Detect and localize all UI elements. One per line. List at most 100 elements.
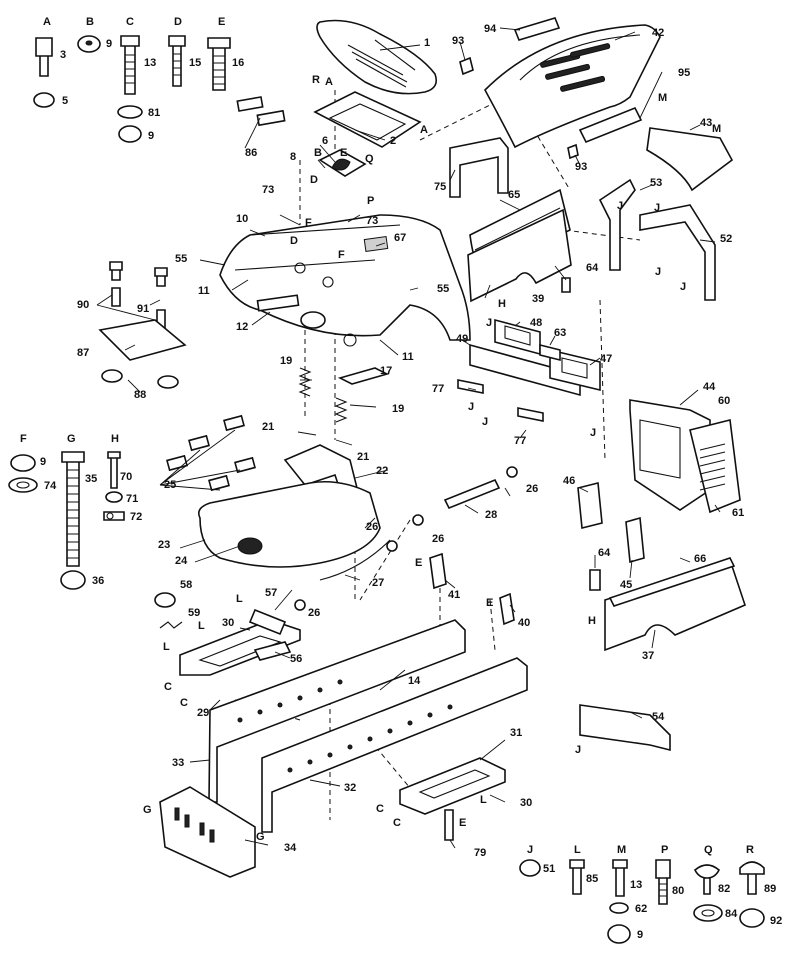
callout: 23 bbox=[158, 539, 170, 551]
part-number: 35 bbox=[85, 473, 97, 485]
hardware-group-b: B 9 bbox=[77, 16, 112, 53]
callout: 73 bbox=[262, 184, 274, 196]
part-number: 9 bbox=[106, 38, 112, 50]
knob-q-icon bbox=[694, 864, 720, 895]
callout: 31 bbox=[510, 727, 522, 739]
callout: 57 bbox=[265, 587, 277, 599]
hardware-letter-j: J bbox=[527, 844, 533, 856]
hardware-group-a: A 3 5 bbox=[33, 16, 68, 108]
decals-25 bbox=[166, 414, 256, 492]
part-number: 72 bbox=[130, 511, 142, 523]
part-number: 74 bbox=[44, 480, 57, 492]
decal-93b bbox=[567, 143, 579, 160]
ref-letter: C bbox=[393, 817, 401, 829]
nut-a-icon bbox=[33, 92, 55, 108]
hardware-letter-d: D bbox=[174, 16, 182, 28]
rear-panel bbox=[604, 557, 746, 652]
hardware-group-d: D 15 bbox=[168, 16, 201, 87]
leader-lines bbox=[96, 27, 721, 849]
decal-67 bbox=[363, 235, 389, 253]
washer-f-icon bbox=[8, 477, 38, 493]
callout: 79 bbox=[474, 847, 486, 859]
hardware-letter-l: L bbox=[574, 844, 581, 856]
part-number: 81 bbox=[148, 107, 160, 119]
ref-letter: J bbox=[655, 266, 661, 278]
callout: 73 bbox=[366, 215, 378, 227]
bumper-57 bbox=[248, 608, 287, 636]
callout: 43 bbox=[700, 117, 712, 129]
callout: 26 bbox=[366, 521, 378, 533]
callout: 67 bbox=[394, 232, 406, 244]
callout: 56 bbox=[290, 653, 302, 665]
callout: 17 bbox=[380, 365, 392, 377]
reference-letters: A A R P Q B E D D F F L L L L C C C C G … bbox=[143, 74, 721, 843]
callout: 77 bbox=[432, 383, 444, 395]
callout: 53 bbox=[650, 177, 662, 189]
hose-28 bbox=[443, 478, 501, 510]
part-number: 71 bbox=[126, 493, 138, 505]
part-number: 51 bbox=[543, 863, 555, 875]
hardware-group-h: H 70 71 72 bbox=[103, 433, 142, 523]
callout: 91 bbox=[137, 303, 149, 315]
washer-m-icon bbox=[609, 902, 629, 914]
steering-brackets bbox=[598, 178, 716, 301]
part-number: 13 bbox=[144, 57, 156, 69]
ref-letter: A bbox=[325, 76, 333, 88]
callout: 24 bbox=[175, 555, 188, 567]
callout: 39 bbox=[532, 293, 544, 305]
callout: 19 bbox=[392, 403, 404, 415]
hardware-group-l: L 85 bbox=[569, 844, 598, 895]
callout: 22 bbox=[376, 465, 388, 477]
callout: 59 bbox=[188, 607, 200, 619]
callout: 19 bbox=[280, 355, 292, 367]
fender-body bbox=[219, 214, 471, 347]
hardware-group-f: F 9 74 bbox=[8, 433, 57, 493]
bolt-m-icon bbox=[612, 859, 628, 897]
screw-h-icon bbox=[107, 451, 121, 489]
bracket-54 bbox=[579, 704, 671, 752]
ref-letter: D bbox=[290, 235, 298, 247]
bolt-l-icon bbox=[569, 859, 585, 895]
ref-letter: L bbox=[163, 641, 170, 653]
spring-isolators bbox=[98, 261, 187, 389]
console-49 bbox=[469, 343, 581, 397]
ref-letter: J bbox=[486, 317, 492, 329]
callout: 8 bbox=[290, 151, 296, 163]
isolator-88a bbox=[101, 369, 123, 383]
console-assembly bbox=[457, 318, 601, 422]
decals-86 bbox=[236, 96, 286, 127]
callout: 40 bbox=[518, 617, 530, 629]
callout: 2 bbox=[390, 135, 396, 147]
bracket-45 bbox=[625, 516, 645, 564]
hardware-letter-a: A bbox=[43, 16, 51, 28]
bracket-75 bbox=[449, 137, 509, 198]
clip-h-icon bbox=[103, 511, 125, 521]
callout: 30 bbox=[222, 617, 234, 629]
ref-letter: H bbox=[498, 298, 506, 310]
ref-letter: E bbox=[459, 817, 466, 829]
callout: 45 bbox=[620, 579, 632, 591]
part-number: 85 bbox=[586, 873, 598, 885]
part-number: 80 bbox=[672, 885, 684, 897]
callout: 10 bbox=[236, 213, 248, 225]
nut-c-icon bbox=[118, 125, 142, 143]
part-number: 70 bbox=[120, 471, 132, 483]
ref-letter: H bbox=[588, 615, 596, 627]
hardware-letter-r: R bbox=[746, 844, 754, 856]
seat-pan bbox=[313, 91, 422, 148]
callout: 32 bbox=[344, 782, 356, 794]
stud-p-icon bbox=[655, 859, 671, 905]
callout: 21 bbox=[262, 421, 274, 433]
pedal-pad-77b bbox=[517, 407, 544, 422]
callout: 6 bbox=[322, 135, 328, 147]
hardware-letter-e: E bbox=[218, 16, 225, 28]
hardware-group-j: J 51 bbox=[519, 844, 555, 877]
ref-letter: J bbox=[680, 281, 686, 293]
callout: 1 bbox=[424, 37, 430, 49]
callout: 11 bbox=[198, 285, 210, 297]
front-plate-slots bbox=[174, 807, 215, 843]
ref-letter: D bbox=[310, 174, 318, 186]
ref-letter: F bbox=[305, 217, 312, 229]
seat-cushion bbox=[316, 19, 438, 95]
ref-letter: G bbox=[143, 804, 152, 816]
